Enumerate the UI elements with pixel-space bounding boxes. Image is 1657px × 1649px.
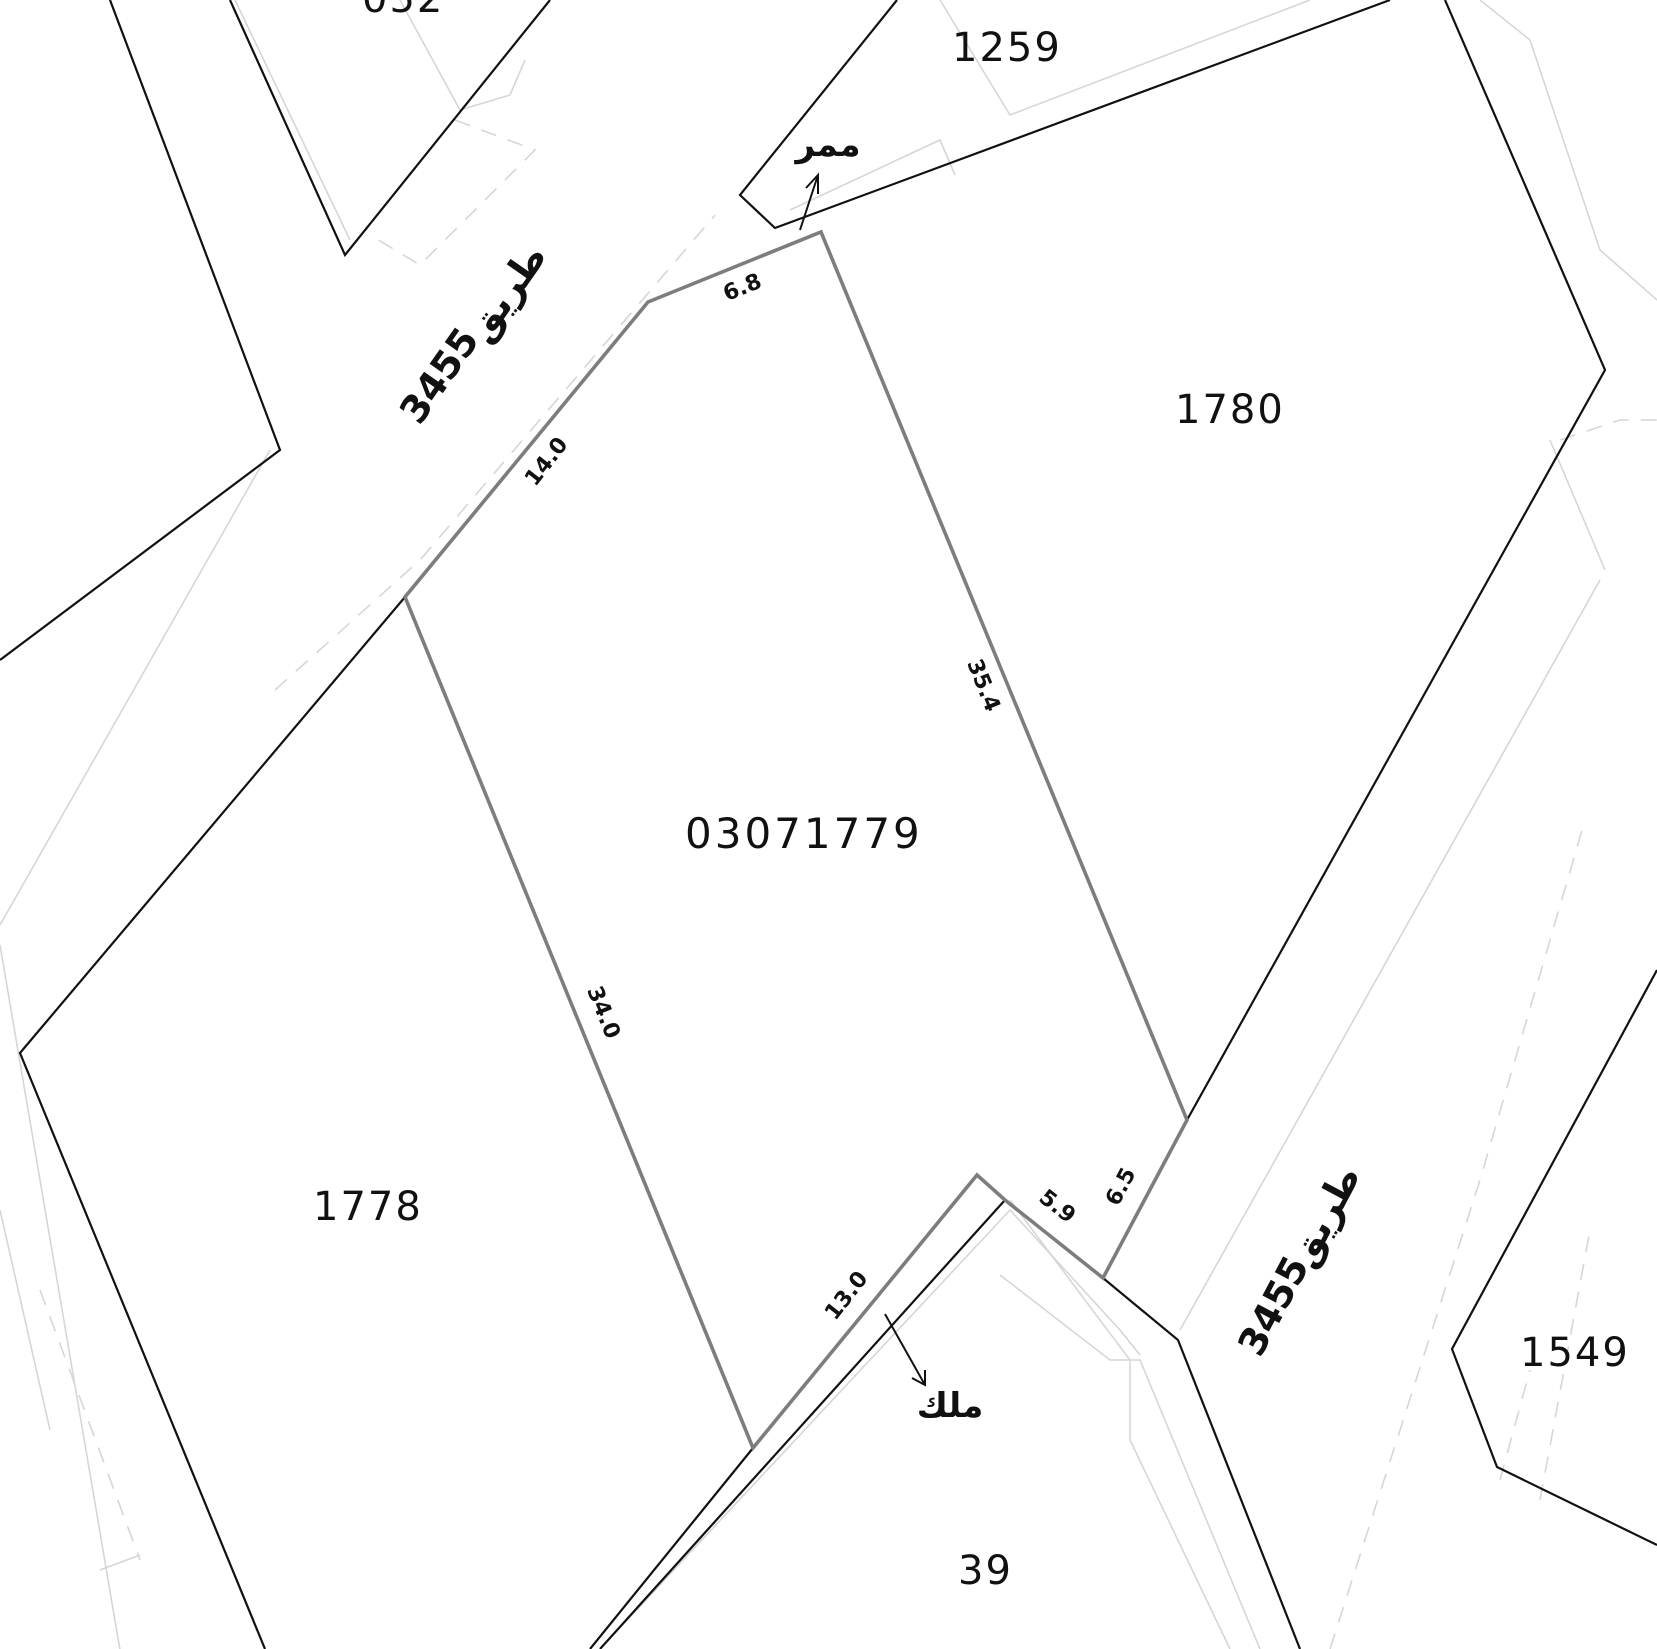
parcel-number-1780: 1780 xyxy=(1175,387,1285,433)
parcel-number-1259: 1259 xyxy=(952,25,1062,71)
passage-arrow xyxy=(799,172,819,231)
dimension-label: 34.0 xyxy=(581,983,625,1043)
parcel-number-partial: 052 xyxy=(362,0,444,22)
dimension-label: 6.8 xyxy=(720,269,766,307)
property-label: ملك xyxy=(917,1386,984,1426)
property-arrow xyxy=(884,1313,926,1387)
parcel-number-1778: 1778 xyxy=(313,1184,423,1230)
dimension-label: 13.0 xyxy=(820,1267,873,1325)
parcel-number-1549: 1549 xyxy=(1520,1330,1630,1376)
parcel-number-39: 39 xyxy=(958,1548,1013,1594)
subject-parcel-outline xyxy=(402,229,1189,1452)
road-name-label: طريق xyxy=(1280,1158,1370,1274)
subject-parcel-number: 03071779 xyxy=(685,809,923,858)
passage-label: ممر xyxy=(794,125,861,165)
dimension-label: 5.9 xyxy=(1034,1185,1080,1229)
dimension-label: 14.0 xyxy=(520,433,573,491)
dimension-label: 6.5 xyxy=(1101,1164,1141,1210)
road-name-label: طريق xyxy=(457,236,555,350)
